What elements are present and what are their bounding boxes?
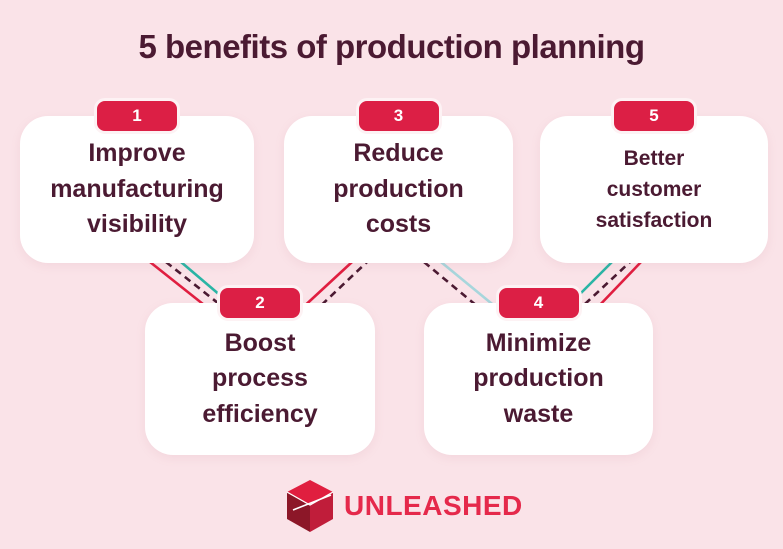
number-badge-3: 3 — [355, 98, 442, 134]
cube-edge-highlight — [287, 491, 333, 506]
number-badge-5: 5 — [611, 98, 697, 134]
brand-name: UNLEASHED — [344, 490, 523, 521]
cube-slash-highlight — [292, 494, 332, 511]
badge-number: 4 — [533, 293, 544, 312]
connector-teal-line — [576, 261, 613, 298]
unleashed-logo: UNLEASHED — [287, 480, 523, 532]
number-badge-2: 2 — [217, 285, 303, 321]
connector-dashed-line — [584, 261, 631, 305]
benefit-card-2: 2 Boost process efficiency — [145, 285, 375, 455]
page-title: 5 benefits of production planning — [138, 28, 645, 65]
benefit-label: Minimize production waste — [473, 326, 604, 433]
badge-number: 2 — [255, 293, 265, 312]
benefit-label: Better customer satisfaction — [596, 143, 713, 236]
benefit-line: production — [333, 174, 464, 203]
benefit-line: costs — [365, 210, 432, 239]
benefit-label: Improve manufacturing visibility — [50, 136, 224, 243]
benefit-line: Minimize — [485, 328, 592, 357]
benefit-line: process — [212, 364, 308, 393]
benefit-card-4: 4 Minimize production waste — [424, 285, 653, 455]
benefit-line: waste — [503, 399, 574, 428]
benefit-card-1: 1 Improve manufacturing visibility — [20, 98, 254, 263]
benefit-line: customer — [606, 177, 702, 201]
number-badge-1: 1 — [94, 98, 180, 134]
cube-icon — [287, 480, 333, 532]
benefit-line: Better — [623, 146, 685, 170]
connector-teal-line — [180, 261, 222, 297]
connector-red-line — [595, 261, 642, 310]
benefit-line: satisfaction — [595, 209, 713, 233]
benefit-card-3: 3 Reduce production costs — [284, 98, 513, 263]
benefit-label: Reduce production costs — [333, 136, 464, 243]
badge-number: 5 — [649, 106, 659, 125]
benefit-line: visibility — [86, 210, 188, 239]
benefit-line: production — [473, 364, 604, 393]
benefit-line: Boost — [224, 328, 296, 357]
badge-number: 1 — [132, 106, 142, 125]
benefit-line: manufacturing — [50, 174, 224, 203]
number-badge-4: 4 — [495, 285, 582, 321]
badge-number: 3 — [393, 106, 404, 125]
benefit-label: Boost process efficiency — [202, 326, 317, 433]
benefit-card-5: 5 Better customer satisfaction — [540, 98, 768, 263]
connector-pale-blue-line — [440, 260, 498, 310]
benefit-line: efficiency — [202, 399, 318, 428]
benefit-line: Improve — [88, 139, 186, 168]
cube-top-face — [287, 480, 333, 505]
benefit-line: Reduce — [353, 139, 444, 168]
